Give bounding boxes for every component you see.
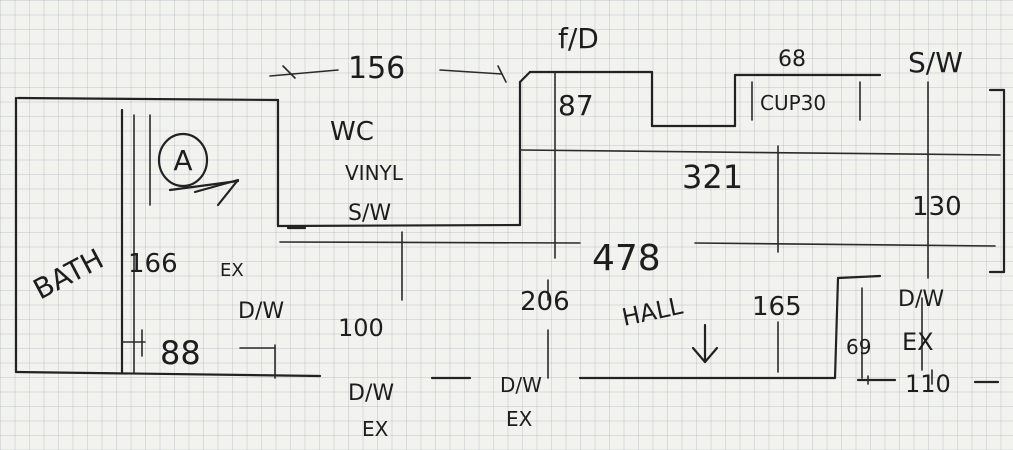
marker-a-arrow-shaft	[168, 179, 240, 192]
label-ex-left: EX	[220, 260, 244, 281]
label-sw-top-right: S/W	[908, 46, 963, 79]
landing-line-321	[519, 149, 1001, 156]
label-bath: BATH	[28, 242, 109, 306]
wc-outline	[276, 70, 532, 230]
wc-corner	[518, 70, 532, 84]
label-dim-478: 478	[592, 238, 661, 279]
line-478-right	[694, 242, 996, 247]
marker-a: A	[157, 132, 240, 207]
label-dw-left: D/W	[238, 299, 284, 324]
label-dim-321: 321	[682, 158, 743, 196]
label-ex-bottom-1: EX	[362, 417, 389, 441]
bathroom-top-wall	[16, 96, 280, 102]
line-478-left	[279, 241, 581, 244]
label-dim-206: 206	[520, 287, 570, 317]
hall-alcove-top	[836, 274, 882, 280]
label-dw-right: D/W	[898, 287, 944, 312]
label-dim-110: 110	[905, 370, 951, 398]
bottom-wall-left	[14, 370, 322, 378]
wc-bottom-wall	[276, 223, 522, 228]
hall-arrow	[691, 323, 719, 364]
label-dim-88: 88	[160, 334, 201, 372]
bathroom-outline	[14, 96, 280, 374]
hall-arrow-head	[691, 346, 719, 364]
hall-alcove-left	[833, 276, 840, 380]
dim-156-right-tick	[497, 65, 507, 83]
dim-156-right-line	[439, 69, 503, 75]
label-dw-bottom-2: D/W	[500, 373, 542, 397]
label-sw-mid: S/W	[348, 201, 391, 226]
label-dim-156: 156	[348, 51, 405, 86]
dimension-156	[269, 65, 507, 83]
dim-156-left-tick	[282, 65, 296, 79]
dim-156-left-line	[269, 69, 339, 77]
label-dw-bottom-1: D/W	[348, 381, 394, 406]
label-dim-87: 87	[558, 89, 594, 122]
label-ex-right: EX	[902, 328, 934, 356]
label-dim-100: 100	[338, 314, 384, 342]
marker-a-circle	[157, 132, 209, 188]
label-dim-166: 166	[128, 249, 178, 279]
cupboard-outline	[528, 70, 882, 128]
landing-outline	[519, 71, 1006, 279]
label-dim-69: 69	[846, 335, 871, 359]
label-ex-bottom-2: EX	[506, 407, 533, 431]
label-wc: WC	[330, 117, 374, 147]
label-dim-165: 165	[752, 292, 802, 322]
hall-outline	[14, 231, 1000, 384]
label-vinyl: VINYL	[345, 161, 404, 185]
label-fd: f/D	[558, 22, 599, 55]
label-dim-68: 68	[778, 47, 806, 72]
label-cup30: CUP30	[760, 91, 826, 115]
label-dim-130: 130	[912, 192, 962, 222]
marker-a-letter: A	[173, 144, 192, 177]
label-hall: HALL	[619, 292, 685, 332]
